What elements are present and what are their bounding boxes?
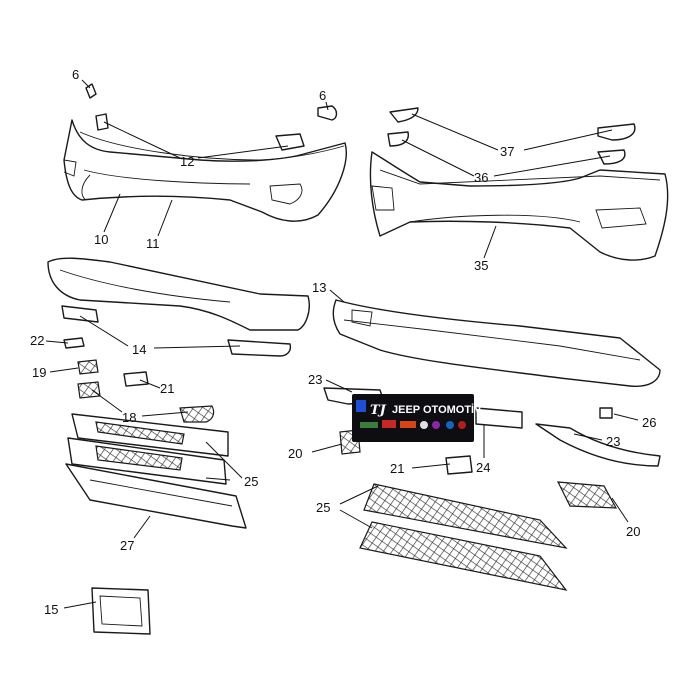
plug-21-left [123, 371, 149, 387]
clip-22 [63, 337, 85, 349]
callout-24: 24 [476, 460, 490, 475]
leader-lines [45, 79, 639, 609]
lower-fascia-left [47, 257, 310, 331]
license-bracket-15 [91, 587, 151, 635]
clip-6-right [317, 105, 338, 121]
grille-20-right [556, 481, 618, 509]
callout-6-right: 6 [319, 88, 326, 103]
callout-12: 12 [180, 154, 194, 169]
clip-26 [599, 407, 613, 419]
callout-15: 15 [44, 602, 58, 617]
callout-19: 19 [32, 365, 46, 380]
callout-21-right: 21 [390, 461, 404, 476]
callout-25-left: 25 [244, 474, 258, 489]
plug-21-right [445, 455, 473, 475]
callout-11: 11 [146, 236, 160, 251]
bezel-24 [475, 407, 523, 429]
clip-6-left [85, 83, 97, 99]
front-fascia-upper-right [369, 151, 669, 261]
grille-insert-19 [77, 359, 99, 375]
brand-emblems-icon [360, 420, 466, 429]
callout-10: 10 [94, 232, 108, 247]
callout-labels: 6 12 10 11 6 37 36 35 13 14 22 19 21 18 … [30, 67, 656, 617]
lower-fascia-right [332, 299, 661, 387]
watermark-banner: TJ JEEP OTOMOTİV [352, 394, 482, 442]
grille-insert-18 [77, 381, 215, 423]
callout-25-right: 25 [316, 500, 330, 515]
callout-21-left: 21 [160, 381, 174, 396]
lower-grille-25-left [67, 413, 229, 485]
bezel-37 [389, 107, 636, 141]
callout-36: 36 [474, 170, 488, 185]
front-fascia-upper-left [63, 119, 347, 222]
banner-logo-text: TJ [370, 403, 387, 418]
callout-20-left: 20 [288, 446, 302, 461]
callout-20-right: 20 [626, 524, 640, 539]
callout-27: 27 [120, 538, 134, 553]
brand-badge-icon [356, 400, 366, 412]
callout-23-left: 23 [308, 372, 322, 387]
callout-14: 14 [132, 342, 146, 357]
banner-background [352, 394, 474, 442]
skid-strip-14 [61, 305, 292, 357]
valance-27 [65, 463, 247, 529]
lower-grille-25-right [359, 483, 568, 591]
callout-23-right: 23 [606, 434, 620, 449]
callout-22: 22 [30, 333, 44, 348]
callout-13: 13 [312, 280, 326, 295]
callout-6-left: 6 [72, 67, 79, 82]
callout-18: 18 [122, 410, 136, 425]
banner-title: JEEP OTOMOTİV [392, 403, 482, 416]
fog-bezel-12 [95, 113, 305, 151]
trim-23-right [535, 423, 661, 467]
bezel-36 [387, 131, 626, 165]
callout-26: 26 [642, 415, 656, 430]
callout-35: 35 [474, 258, 488, 273]
callout-37: 37 [500, 144, 514, 159]
